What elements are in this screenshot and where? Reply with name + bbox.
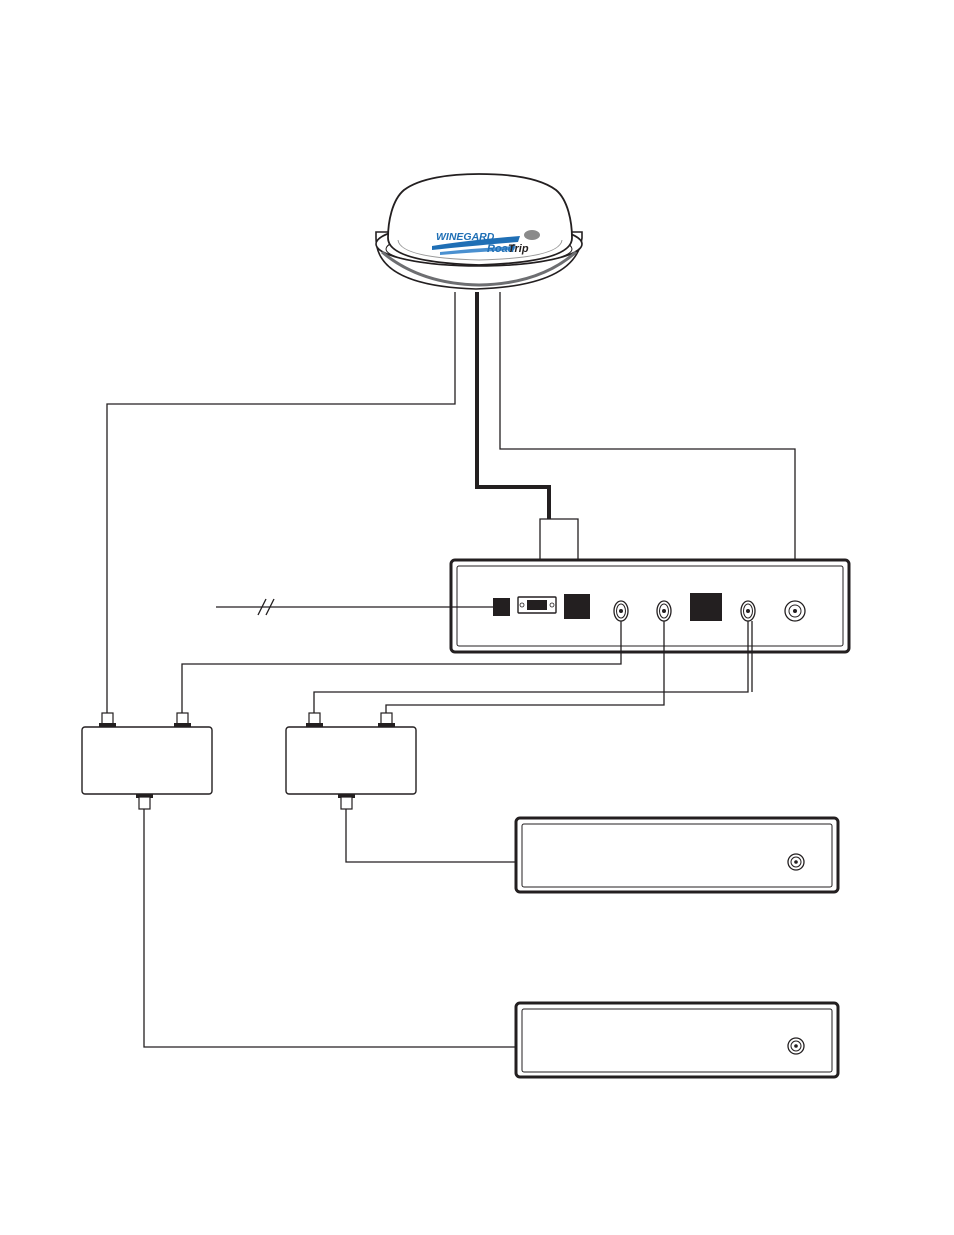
coax-output-3 (741, 601, 755, 621)
display-window (690, 593, 722, 621)
control-box (451, 560, 849, 652)
control-cable-connector (518, 597, 556, 613)
cable-antenna-to-left-switch (107, 292, 455, 714)
switch-left-body (82, 727, 212, 794)
switch-left-bottom-port (139, 797, 150, 809)
receiver-top-coax-input (788, 854, 804, 870)
logo-dish-mark (524, 230, 540, 240)
multiswitch-right (286, 713, 416, 809)
control-port (564, 594, 590, 619)
power-jack (493, 598, 510, 616)
receiver-top-outer (516, 818, 838, 892)
coax-output-1 (614, 601, 628, 621)
receiver-bottom-outer (516, 1003, 838, 1077)
switch-right-body (286, 727, 416, 794)
logo-product-trip: Trip (508, 243, 529, 255)
switch-right-bottom-port (341, 797, 352, 809)
cable-antenna-control-thick (477, 292, 549, 519)
cable-antenna-to-control-box-rf (500, 292, 795, 601)
receiver-bottom (516, 1003, 838, 1077)
coax-output-2 (657, 601, 671, 621)
satellite-dome-antenna: WINEGARD Road Trip (376, 174, 582, 289)
receiver-bottom-coax-input (788, 1038, 804, 1054)
logo-brand-text: WINEGARD (436, 231, 495, 243)
multiswitch-left (82, 713, 212, 809)
coax-input-rf (785, 601, 805, 621)
receiver-top (516, 818, 838, 892)
